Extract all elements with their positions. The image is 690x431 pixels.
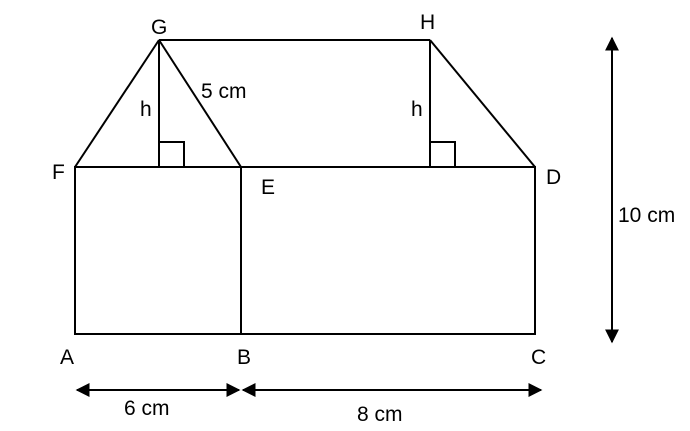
width-left-label: 6 cm: [124, 397, 170, 420]
width-right-label: 8 cm: [357, 403, 403, 426]
segment-HD: [429, 39, 536, 168]
right-angle-marker-left: [159, 141, 185, 167]
square-ABEF: [74, 166, 242, 335]
slant-length-label: 5 cm: [201, 80, 247, 103]
rectangle-BCDE: [240, 166, 536, 335]
point-label-F: F: [52, 161, 65, 184]
height-label-right: h: [411, 98, 423, 121]
segment-GE: [158, 39, 242, 168]
height-label-left: h: [140, 98, 152, 121]
total-height-label: 10 cm: [618, 204, 675, 227]
point-label-C: C: [531, 346, 546, 369]
right-angle-marker-right: [430, 141, 456, 167]
point-label-D: D: [546, 166, 561, 189]
point-label-H: H: [420, 11, 435, 34]
point-label-A: A: [60, 346, 74, 369]
point-label-E: E: [261, 176, 275, 199]
segment-FG: [74, 39, 160, 168]
point-label-G: G: [151, 16, 167, 39]
point-label-B: B: [237, 346, 251, 369]
